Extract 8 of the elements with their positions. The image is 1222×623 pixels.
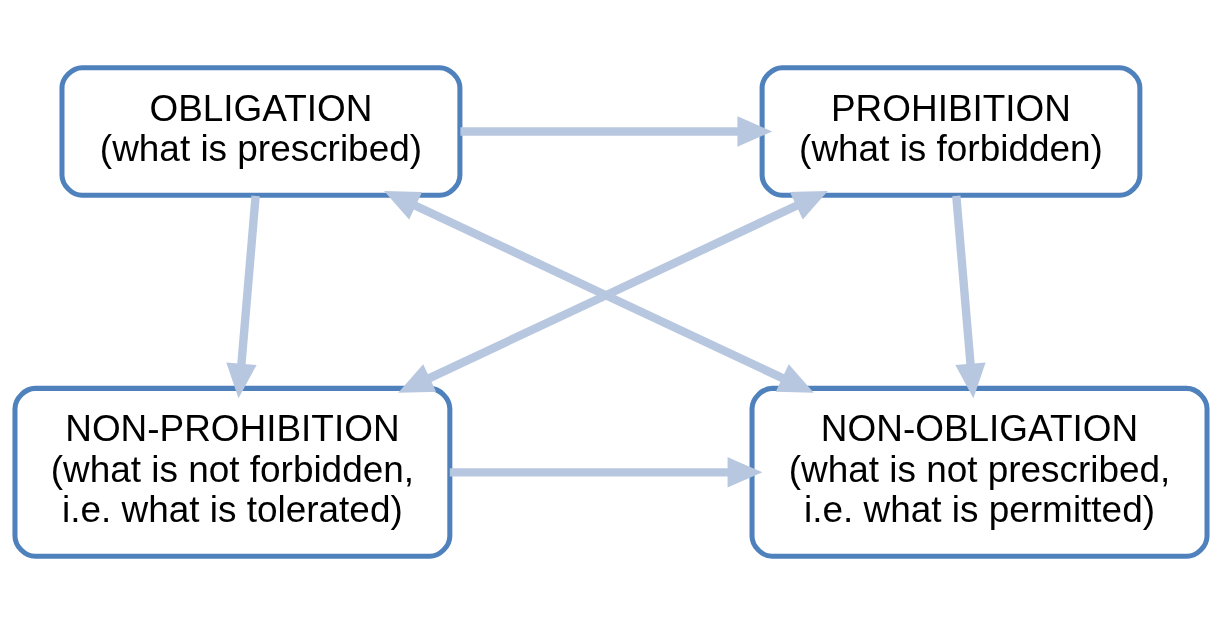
arrow: [952, 195, 986, 398]
node-box: NON-PROHIBITION (what is not forbidden, i.e. what is tolerated): [12, 385, 453, 559]
arrow: [226, 195, 260, 398]
node-box: OBLIGATION (what is prescribed): [59, 64, 463, 198]
arrow: [460, 115, 773, 147]
node-box: NON-OBLIGATION (what is not prescribed, i.e. what is permitted): [749, 385, 1210, 559]
node-box: PROHIBITION (what is forbidden): [759, 64, 1143, 198]
arrow: [449, 456, 763, 488]
